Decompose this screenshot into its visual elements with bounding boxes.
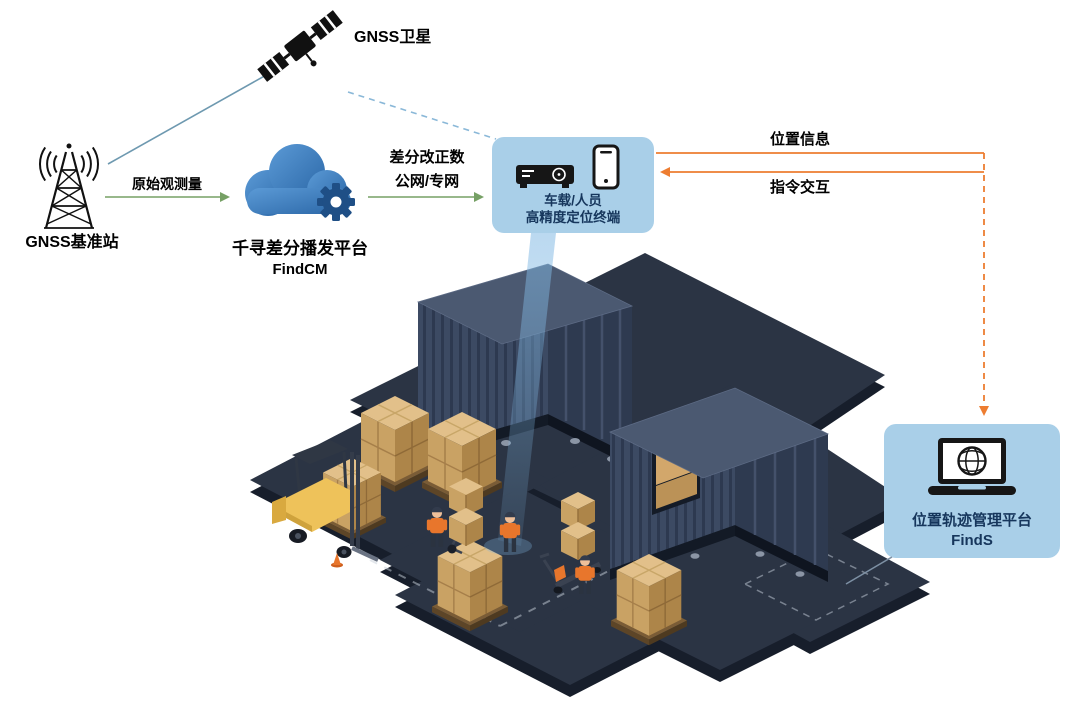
radio-tower-icon (38, 143, 100, 229)
correction-label-line1: 差分改正数 (389, 149, 465, 166)
management-platform-product: FindS (951, 532, 993, 549)
signal-waves-icon (38, 146, 100, 182)
traffic-cone (331, 553, 343, 568)
positioning-beam (498, 233, 556, 546)
terminal-label-line1: 车载/人员 (544, 193, 602, 208)
shipping-container-right (608, 387, 830, 582)
correction-label-line2: 公网/专网 (394, 173, 460, 190)
raw-observation-label: 原始观测量 (132, 176, 202, 192)
finds-callout-line (845, 556, 893, 585)
management-platform-name: 位置轨迹管理平台 (911, 512, 1033, 529)
command-interaction-label: 指令交互 (769, 179, 831, 196)
cloud-platform-product: FindCM (272, 261, 328, 278)
terminal-panel (492, 137, 654, 233)
satellite-icon (257, 10, 343, 82)
laptop-globe-icon (928, 438, 1016, 495)
hand-truck (447, 477, 484, 555)
cloud-platform-name: 千寻差分播发平台 (232, 239, 368, 258)
satellite-label: GNSS卫星 (354, 29, 432, 46)
cloud-gear-icon (245, 144, 355, 221)
smartphone-icon (592, 144, 620, 190)
globe-icon (957, 446, 987, 476)
forklift (272, 440, 379, 562)
satellite-station-link (107, 73, 269, 165)
dvr-device-icon (516, 165, 574, 188)
satellite-terminal-link (347, 91, 497, 140)
position-info-label: 位置信息 (769, 131, 831, 148)
gear-icon (317, 183, 355, 221)
terminal-label-line2: 高精度定位终端 (525, 210, 621, 225)
base-station-label: GNSS基准站 (25, 234, 119, 251)
